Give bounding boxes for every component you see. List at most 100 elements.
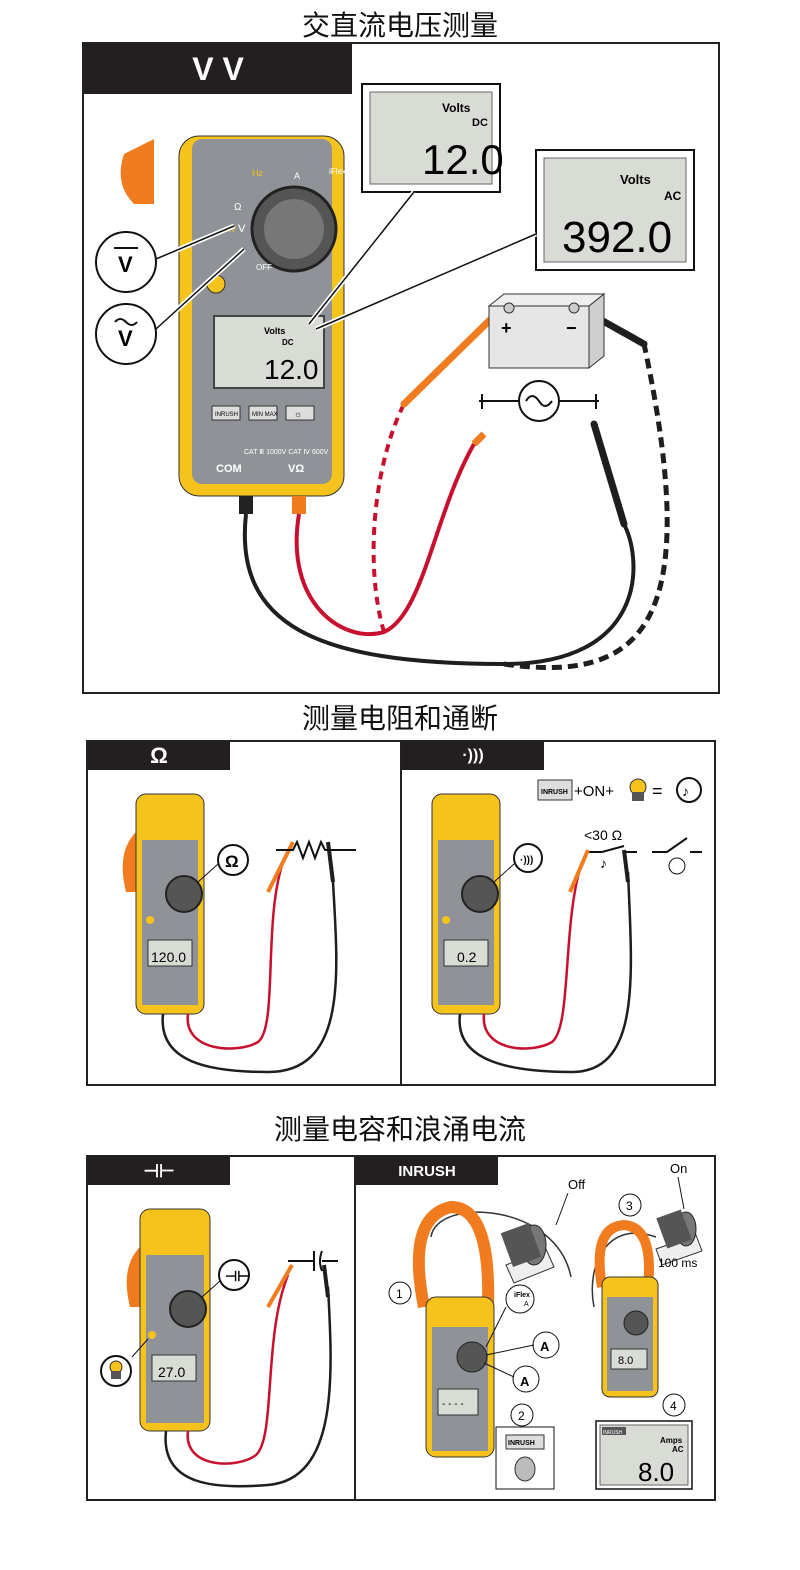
ac-source xyxy=(479,380,599,422)
black-lead xyxy=(161,881,338,1074)
knob-callout xyxy=(218,1259,250,1291)
lcd-value: 12.0 xyxy=(264,354,319,385)
tab-continuity: ·))) xyxy=(402,742,544,770)
formula-equals: = xyxy=(652,781,663,801)
inrush-button[interactable] xyxy=(211,405,241,421)
closed-switch-note: ♪ xyxy=(600,855,607,871)
step-2 xyxy=(510,1403,534,1427)
lcd-ac-value: 392.0 xyxy=(562,213,672,262)
meter-lcd xyxy=(213,315,325,389)
rotary-dial[interactable] xyxy=(461,875,499,913)
inrush-inset-label: INRUSH xyxy=(508,1440,535,1447)
beeper-icon xyxy=(676,777,702,803)
tab-capacitance-label: ⊣⊢ xyxy=(143,1160,175,1181)
callout-ac-v xyxy=(95,303,157,365)
inrush-lcd-value: 8.0 xyxy=(638,1457,674,1487)
red-probe-ac xyxy=(471,431,487,447)
knob-callout-label: Ω xyxy=(225,852,239,871)
dial-a: A xyxy=(294,171,300,181)
lcd-unit: Volts xyxy=(264,326,285,336)
lcd-dc-unit: Volts xyxy=(442,101,471,115)
open-switch xyxy=(652,837,702,853)
dial-iflex: iFlex xyxy=(329,167,346,176)
off-label: Off xyxy=(568,1177,585,1192)
dial-ohm: Ω xyxy=(234,202,242,213)
jack-vohm: VΩ xyxy=(288,463,304,475)
inrush-lcd-mode: AC xyxy=(672,1445,684,1454)
red-lead xyxy=(186,861,285,1050)
backlight-icon: ☼ xyxy=(294,409,302,419)
closed-switch xyxy=(587,845,637,853)
inrush-lcd-tag: INRUSH xyxy=(603,1430,623,1436)
red-lead xyxy=(482,861,584,1050)
black-probe-ac xyxy=(590,420,628,528)
panel-capacitance: ⊣⊢ 27.0 ⊣⊢ xyxy=(86,1155,358,1501)
iflex-callout-sub: A xyxy=(524,1301,529,1308)
callout-dc-v-label: V xyxy=(118,252,133,277)
lcd-dc-value: 12.0 xyxy=(422,136,504,183)
step-3 xyxy=(618,1193,642,1217)
inrush-button-label: INRUSH xyxy=(215,412,238,418)
minmax-button-label: MIN MAX xyxy=(252,412,278,418)
meter-1-lcd: - - - - xyxy=(442,1399,464,1410)
continuity-diagram: INRUSH +ON+ = ♪ <30 Ω ♪ 0.2 ·))) xyxy=(431,777,702,1074)
no-beep-icon xyxy=(668,857,686,875)
capacitor xyxy=(288,1250,338,1272)
tab-voltage: V V xyxy=(84,44,352,94)
step-1 xyxy=(388,1281,412,1305)
callout-ac-v-label: V xyxy=(118,326,133,351)
lcd-mode: DC xyxy=(282,338,294,347)
ac-a-callout-label: A xyxy=(520,1374,530,1389)
knob-callout-beeper: ·))) xyxy=(520,855,533,866)
cat-rating: CAT Ⅲ 1000V CAT Ⅳ 600V xyxy=(244,449,329,456)
black-lead xyxy=(242,513,636,667)
time-label: 100 ms xyxy=(658,1256,697,1270)
resistor xyxy=(276,839,356,861)
resistance-diagram: 120.0 Ω xyxy=(122,793,356,1074)
rotary-dial[interactable] xyxy=(165,875,203,913)
red-probe-dashed xyxy=(371,403,406,633)
knob-callout xyxy=(513,843,543,873)
black-probe-dashed xyxy=(503,343,670,670)
rotary-dial[interactable] xyxy=(169,1290,207,1328)
lcd-value: 120.0 xyxy=(151,949,186,965)
heading-capacitance: 测量电容和浪涌电流 xyxy=(273,1113,526,1146)
meter-3-lcd: 8.0 xyxy=(618,1355,633,1367)
lcd-ac-mode: AC xyxy=(664,189,682,203)
threshold: <30 Ω xyxy=(584,827,622,843)
panel-continuity: ·))) INRUSH +ON+ = ♪ <30 Ω ♪ 0.2 ·))) xyxy=(400,740,716,1086)
iflex-callout xyxy=(505,1284,535,1314)
backlight-button[interactable] xyxy=(285,405,315,421)
callout-dc-v xyxy=(95,231,157,293)
beeper-note: ♪ xyxy=(682,783,689,799)
black-lead xyxy=(164,1286,332,1488)
lcd-value: 27.0 xyxy=(158,1364,185,1380)
dial-off: OFF xyxy=(256,263,272,272)
black-plug xyxy=(239,496,253,514)
panel-inrush: INRUSH Off On 100 ms 1 2 3 4 xyxy=(354,1155,716,1501)
battery-plus: + xyxy=(501,318,512,338)
ac-a-callout xyxy=(512,1365,540,1393)
step-4-label: 4 xyxy=(670,1399,677,1413)
step-3-label: 3 xyxy=(626,1199,633,1213)
battery: + − xyxy=(487,292,606,370)
black-lead xyxy=(458,871,633,1074)
inrush-diagram: Off On 100 ms 1 2 3 4 - - - - iFlex A A xyxy=(388,1161,703,1490)
minmax-button[interactable] xyxy=(248,405,278,421)
red-probe-battery xyxy=(400,312,498,408)
tab-continuity-label: ·))) xyxy=(462,747,484,764)
tab-inrush: INRUSH xyxy=(356,1157,498,1185)
tab-inrush-label: INRUSH xyxy=(398,1162,456,1180)
tab-voltage-label: V V xyxy=(192,50,244,87)
red-plug xyxy=(292,496,306,514)
voltage-diagram: Hz A iFlex Ω mV V OFF Volts DC 12.0 INRU… xyxy=(95,83,695,670)
meter-jaw xyxy=(120,139,154,204)
motor-off xyxy=(500,1222,555,1284)
panel-resistance: Ω 120.0 Ω xyxy=(86,740,404,1086)
dc-a-callout-label: A xyxy=(540,1339,550,1354)
knob-callout xyxy=(217,844,249,876)
formula-on: +ON+ xyxy=(574,783,614,800)
step-4 xyxy=(662,1393,686,1417)
dial-v: V xyxy=(238,223,246,235)
formula-inrush-button xyxy=(537,779,573,801)
